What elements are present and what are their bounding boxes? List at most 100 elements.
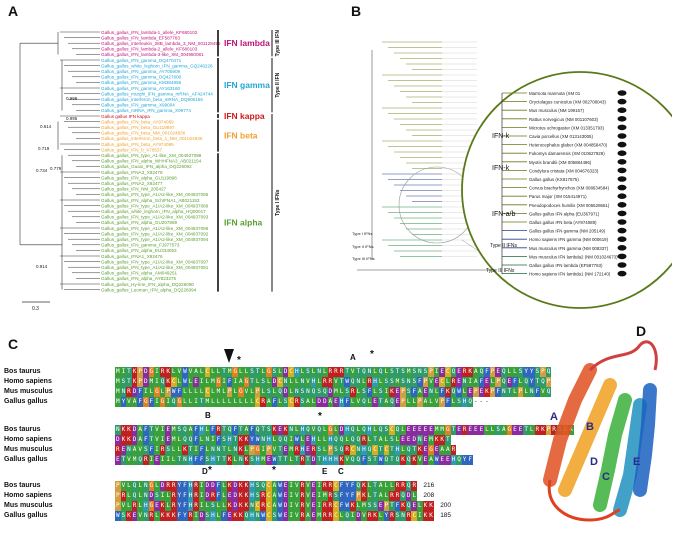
loop-ribbon xyxy=(547,479,621,522)
residue: E xyxy=(377,501,384,511)
residue: R xyxy=(193,501,199,511)
residue: E xyxy=(310,511,317,521)
residue: M xyxy=(215,387,222,397)
residue: R xyxy=(389,491,395,501)
residue: N xyxy=(417,435,423,445)
residue: R xyxy=(260,491,267,501)
residue: L xyxy=(243,367,250,377)
residue: Q xyxy=(260,481,267,491)
residue: I xyxy=(288,501,294,511)
leaf-label: Gallus_gallus_IFN_gamma_FJ977573 xyxy=(101,243,180,248)
sequence-length: 200 xyxy=(440,502,452,509)
residue: P xyxy=(400,397,406,407)
residue: H xyxy=(187,455,194,465)
residue: N xyxy=(355,377,362,387)
residue: L xyxy=(154,481,160,491)
residue: W xyxy=(182,377,188,387)
residue: P xyxy=(495,377,501,387)
residue: G xyxy=(148,481,155,491)
residue: A xyxy=(271,501,278,511)
residue: A xyxy=(327,397,334,407)
residue: E xyxy=(467,387,473,397)
helix-ribbon xyxy=(543,363,597,487)
residue: K xyxy=(182,445,188,455)
residue: K xyxy=(165,511,171,521)
residue: T xyxy=(377,445,384,455)
residue: R xyxy=(321,501,328,511)
residue: G xyxy=(148,501,155,511)
residue: Q xyxy=(400,491,406,501)
residue: R xyxy=(461,425,468,435)
residue: K xyxy=(411,455,418,465)
residue: S xyxy=(389,435,395,445)
residue: I xyxy=(260,445,267,455)
residue: L xyxy=(428,397,434,407)
conserved-star: * xyxy=(208,465,212,476)
residue: L xyxy=(249,387,255,397)
residue: K xyxy=(484,387,490,397)
residue: V xyxy=(349,367,356,377)
residue: L xyxy=(215,397,222,407)
residue: L xyxy=(226,445,233,455)
residue: M xyxy=(115,397,121,407)
residue: L xyxy=(355,387,362,397)
residue: H xyxy=(187,481,194,491)
residue: C xyxy=(411,511,418,521)
residue: R xyxy=(294,445,300,455)
residue: R xyxy=(327,491,334,501)
residue: L xyxy=(215,511,222,521)
species-label: Homo sapiens xyxy=(4,436,52,443)
residue: M xyxy=(131,455,138,465)
residue: S xyxy=(389,367,395,377)
residue: Q xyxy=(344,511,350,521)
residue: L xyxy=(400,425,406,435)
leaf-label: Gallus_gallus_IFN_lambda-2_allele_KF6801… xyxy=(101,47,198,52)
residue: D xyxy=(148,491,155,501)
residue: D xyxy=(142,367,149,377)
residue: N xyxy=(142,491,149,501)
residue: I xyxy=(142,387,149,397)
residue: S xyxy=(260,377,267,387)
residue: I xyxy=(193,445,199,455)
residue: P xyxy=(115,501,121,511)
residue: L xyxy=(338,511,345,521)
leaf-label: Gallus_gallus_IFN_type_A1/A2-like_XM_004… xyxy=(101,226,209,231)
residue: R xyxy=(187,511,194,521)
residue: L xyxy=(266,377,272,387)
residue: E xyxy=(165,435,171,445)
residue: Y xyxy=(344,491,350,501)
residue: H xyxy=(361,445,367,455)
residue: Q xyxy=(182,425,188,435)
helix-label: B xyxy=(586,421,594,433)
taxon-label: Condylura cristata (XM 004676323) xyxy=(529,168,599,173)
residue: K xyxy=(238,481,244,491)
residue: H xyxy=(266,435,272,445)
residue: H xyxy=(321,455,328,465)
residue: Q xyxy=(321,387,328,397)
residue: S xyxy=(394,511,401,521)
residue: N xyxy=(299,377,306,387)
residue: I xyxy=(198,377,205,387)
residue: M xyxy=(394,377,401,387)
residue: K xyxy=(159,501,166,511)
residue: V xyxy=(344,455,350,465)
residue: T xyxy=(277,445,283,455)
residue: D xyxy=(327,387,334,397)
residue: F xyxy=(484,367,490,377)
residue: Q xyxy=(137,455,143,465)
residue: W xyxy=(277,501,283,511)
residue: R xyxy=(310,445,317,455)
residue: L xyxy=(383,491,390,501)
residue: R xyxy=(193,491,199,501)
residue: G xyxy=(506,425,513,435)
bootstrap-value: 0.998 xyxy=(66,96,78,101)
residue: T xyxy=(534,377,541,387)
residue: L xyxy=(176,435,183,445)
residue: K xyxy=(238,491,244,501)
leaf-label: Gallus_gallus_IFN_beta_AY974089 xyxy=(101,119,174,124)
residue: H xyxy=(327,435,334,445)
residue: I xyxy=(154,445,160,455)
residue: T xyxy=(221,425,227,435)
